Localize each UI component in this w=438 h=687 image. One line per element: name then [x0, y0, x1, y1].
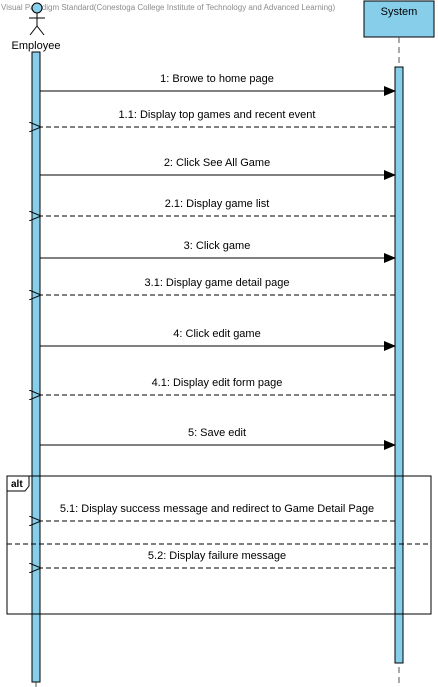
message-label: 2: Click See All Game [164, 157, 270, 169]
messages-group: 1: Browe to home page 1.1: Display top ga… [40, 73, 396, 568]
actor-name: Employee [12, 40, 61, 52]
message-label: 5: Save edit [188, 427, 246, 439]
message-3: 3: Click game [40, 240, 396, 263]
system-name: System [381, 6, 418, 18]
message-1: 1: Browe to home page [40, 73, 396, 96]
message-5-2: 5.2: Display failure message [40, 550, 395, 568]
message-1-1: 1.1: Display top games and recent event [40, 109, 395, 127]
message-5: 5: Save edit [40, 427, 396, 450]
message-4: 4: Click edit game [40, 328, 396, 351]
message-label: 2.1: Display game list [165, 198, 270, 210]
message-2: 2: Click See All Game [40, 157, 396, 180]
message-label: 1.1: Display top games and recent event [119, 109, 316, 121]
message-label: 5.1: Display success message and redirec… [60, 503, 374, 515]
message-label: 4: Click edit game [173, 328, 260, 340]
message-label: 5.2: Display failure message [148, 550, 286, 562]
watermark-text: Visual Paradigm Standard(Conestoga Colle… [1, 3, 335, 12]
message-5-1: 5.1: Display success message and redirec… [40, 503, 395, 521]
message-3-1: 3.1: Display game detail page [40, 277, 395, 295]
alt-operator-label: alt [11, 479, 23, 490]
message-label: 1: Browe to home page [160, 73, 274, 85]
message-label: 4.1: Display edit form page [152, 377, 283, 389]
alt-fragment: alt [6, 475, 432, 615]
message-label: 3: Click game [184, 240, 251, 252]
stick-figure-icon [29, 2, 45, 36]
message-label: 3.1: Display game detail page [145, 277, 290, 289]
system-activation-bar [394, 66, 404, 664]
actor-activation-bar [31, 51, 41, 683]
message-2-1: 2.1: Display game list [40, 198, 395, 216]
message-4-1: 4.1: Display edit form page [40, 377, 395, 395]
